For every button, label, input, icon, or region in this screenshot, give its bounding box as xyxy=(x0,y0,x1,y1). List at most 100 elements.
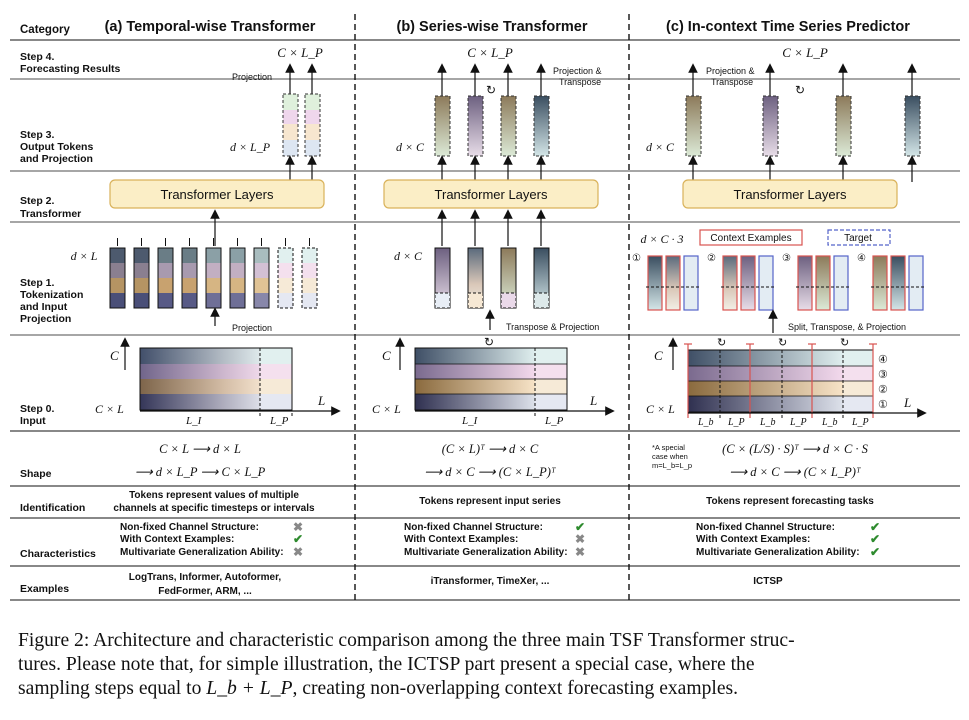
check-icon: ✔ xyxy=(575,520,585,534)
token-shape-c-out: d × C xyxy=(646,140,675,154)
channel-number-3: ③ xyxy=(878,369,888,381)
input-c-label-a: C xyxy=(110,348,119,363)
transformer-layers-a xyxy=(109,179,325,209)
token-shape-b-out: d × C xyxy=(396,140,425,154)
row-label-step3-a: Step 3. xyxy=(20,129,55,141)
input-LP-label-b: L_P xyxy=(544,415,564,427)
transpose-icon-c-3: ↻ xyxy=(840,337,849,349)
token-group-number-2: ② xyxy=(707,253,716,264)
characteristics-row: Non-fixed Channel Structure: ✖ With Contex… xyxy=(120,520,880,559)
transpose-icon-b-top: ↻ xyxy=(486,83,496,97)
examples-a-line2: FedFormer, ARM, ... xyxy=(158,586,252,597)
context-examples-label: Context Examples xyxy=(710,233,791,244)
shape-b-line2: ⟶ d × C ⟶ (C × L_P)ᵀ xyxy=(424,465,557,479)
token-a-7 xyxy=(253,238,270,309)
check-icon: ✔ xyxy=(870,545,880,559)
token-a-2 xyxy=(133,238,150,309)
projection-label-a-top: Projection xyxy=(232,72,272,82)
target-label: Target xyxy=(844,233,872,244)
examples-c: ICTSP xyxy=(753,576,783,587)
check-icon: ✔ xyxy=(293,532,303,546)
identification-c: Tokens represent forecasting tasks xyxy=(706,496,874,507)
input-cl-label-b: C × L xyxy=(372,402,401,416)
output-shape-b: C × L_P xyxy=(467,45,513,60)
transformer-layers-label-a: Transformer Layers xyxy=(161,187,274,202)
row-label-step4-b: Forecasting Results xyxy=(20,63,121,75)
input-LP-label-c-3: L_P xyxy=(851,417,869,428)
header-col-b: (b) Series-wise Transformer xyxy=(397,19,588,35)
caption-math: L_b + L_P xyxy=(206,678,293,699)
input-LP-label-a: L_P xyxy=(269,415,289,427)
column-separators xyxy=(354,14,630,600)
projection-transpose-label-c-1: Projection & xyxy=(706,66,755,76)
characteristic-c-3: Multivariate Generalization Ability: xyxy=(696,547,860,558)
token-a-4 xyxy=(181,238,198,309)
figure-caption: Figure 2: Architecture and characteristi… xyxy=(18,629,948,701)
transpose-icon-c-1: ↻ xyxy=(717,337,726,349)
token-shape-a-in: d × L xyxy=(71,249,98,263)
input-tokens-c: ① ② ③ ④ xyxy=(632,253,925,311)
caption-line3-post: , creating non-overlapping context forec… xyxy=(292,678,739,699)
transformer-layers-label-b: Transformer Layers xyxy=(435,187,548,202)
input-LI-label-a: L_I xyxy=(185,415,203,427)
projection-label-a-bottom: Projection xyxy=(232,323,272,333)
token-group-c-3: ③ xyxy=(782,253,850,311)
shape-a-line1: C × L ⟶ d × L xyxy=(159,442,241,456)
input-LP-label-c-1: L_P xyxy=(727,417,745,428)
input-Lb-label-c-1: L_b xyxy=(697,417,714,428)
transformer-layers-label-c: Transformer Layers xyxy=(734,187,847,202)
transpose-icon-b-bottom: ↻ xyxy=(484,335,494,349)
projection-transpose-label-b-2: Transpose xyxy=(559,77,601,87)
cross-icon: ✖ xyxy=(575,532,585,546)
target-box xyxy=(827,229,891,246)
caption-line3-pre: sampling steps equal to xyxy=(18,678,207,699)
characteristic-a-2: With Context Examples: xyxy=(120,534,234,545)
header-col-c: (c) In-context Time Series Predictor xyxy=(666,19,910,35)
input-cl-label-c: C × L xyxy=(646,402,675,416)
row-labels: Step 4. Forecasting Results Step 3. Outp… xyxy=(20,51,121,595)
projection-transpose-label-c-2: Transpose xyxy=(711,77,753,87)
row-label-step0-b: Input xyxy=(20,415,46,427)
shape-c-line1: (C × (L/S) · S)ᵀ ⟶ d × C · S xyxy=(722,442,869,456)
output-shape-a: C × L_P xyxy=(277,45,323,60)
input-L-label-b: L xyxy=(589,393,597,408)
input-Lb-label-c-3: L_b xyxy=(821,417,838,428)
examples-a-line1: LogTrans, Informer, Autoformer, xyxy=(129,572,282,583)
token-group-number-3: ③ xyxy=(782,253,791,264)
row-separators xyxy=(10,39,960,601)
caption-line2: tures. Please note that, for simple illu… xyxy=(18,654,755,675)
token-a-9 xyxy=(301,238,318,309)
column-b-diagram: C × L_P Projection & Transpose ↻ d × C T… xyxy=(372,45,615,427)
cross-icon: ✖ xyxy=(293,545,303,559)
identification-a-line2: channels at specific timesteps or interv… xyxy=(113,503,315,514)
row-label-step1-c: and Input xyxy=(20,301,68,313)
token-shape-a-out: d × L_P xyxy=(230,140,271,154)
transformer-layers-c xyxy=(682,179,898,209)
row-label-characteristics: Characteristics xyxy=(20,548,96,560)
row-label-step1-b: Tokenization xyxy=(20,289,83,301)
token-group-c-1: ① xyxy=(632,253,700,311)
identification-a-line1: Tokens represent values of multiple xyxy=(129,490,299,501)
check-icon: ✔ xyxy=(870,532,880,546)
input-cl-label-a: C × L xyxy=(95,402,124,416)
projection-transpose-label-b-1: Projection & xyxy=(553,66,602,76)
characteristic-b-3: Multivariate Generalization Ability: xyxy=(404,547,568,558)
output-tokens-c xyxy=(685,95,921,157)
token-group-number-4: ④ xyxy=(857,253,866,264)
characteristic-a-3: Multivariate Generalization Ability: xyxy=(120,547,284,558)
input-tokens-a xyxy=(109,238,318,309)
token-a-1 xyxy=(109,238,126,309)
characteristic-a-1: Non-fixed Channel Structure: xyxy=(120,522,259,533)
row-label-step3-b: Output Tokens xyxy=(20,141,93,153)
channel-number-4: ④ xyxy=(878,354,888,366)
input-Lb-label-c-2: L_b xyxy=(759,417,776,428)
input-LI-label-b: L_I xyxy=(461,415,479,427)
header-col-a: (a) Temporal-wise Transformer xyxy=(105,19,316,35)
special-case-line3: m=L_b=L_p xyxy=(652,461,692,470)
row-label-step4-a: Step 4. xyxy=(20,51,55,63)
column-c-diagram: C × L_P Projection & Transpose ↻ d × C T… xyxy=(632,45,927,428)
transpose-icon-c-2: ↻ xyxy=(778,337,787,349)
architecture-figure: Category (a) Temporal-wise Transformer (… xyxy=(10,14,960,601)
token-shape-b-in: d × C xyxy=(394,249,423,263)
token-group-number-1: ① xyxy=(632,253,641,264)
